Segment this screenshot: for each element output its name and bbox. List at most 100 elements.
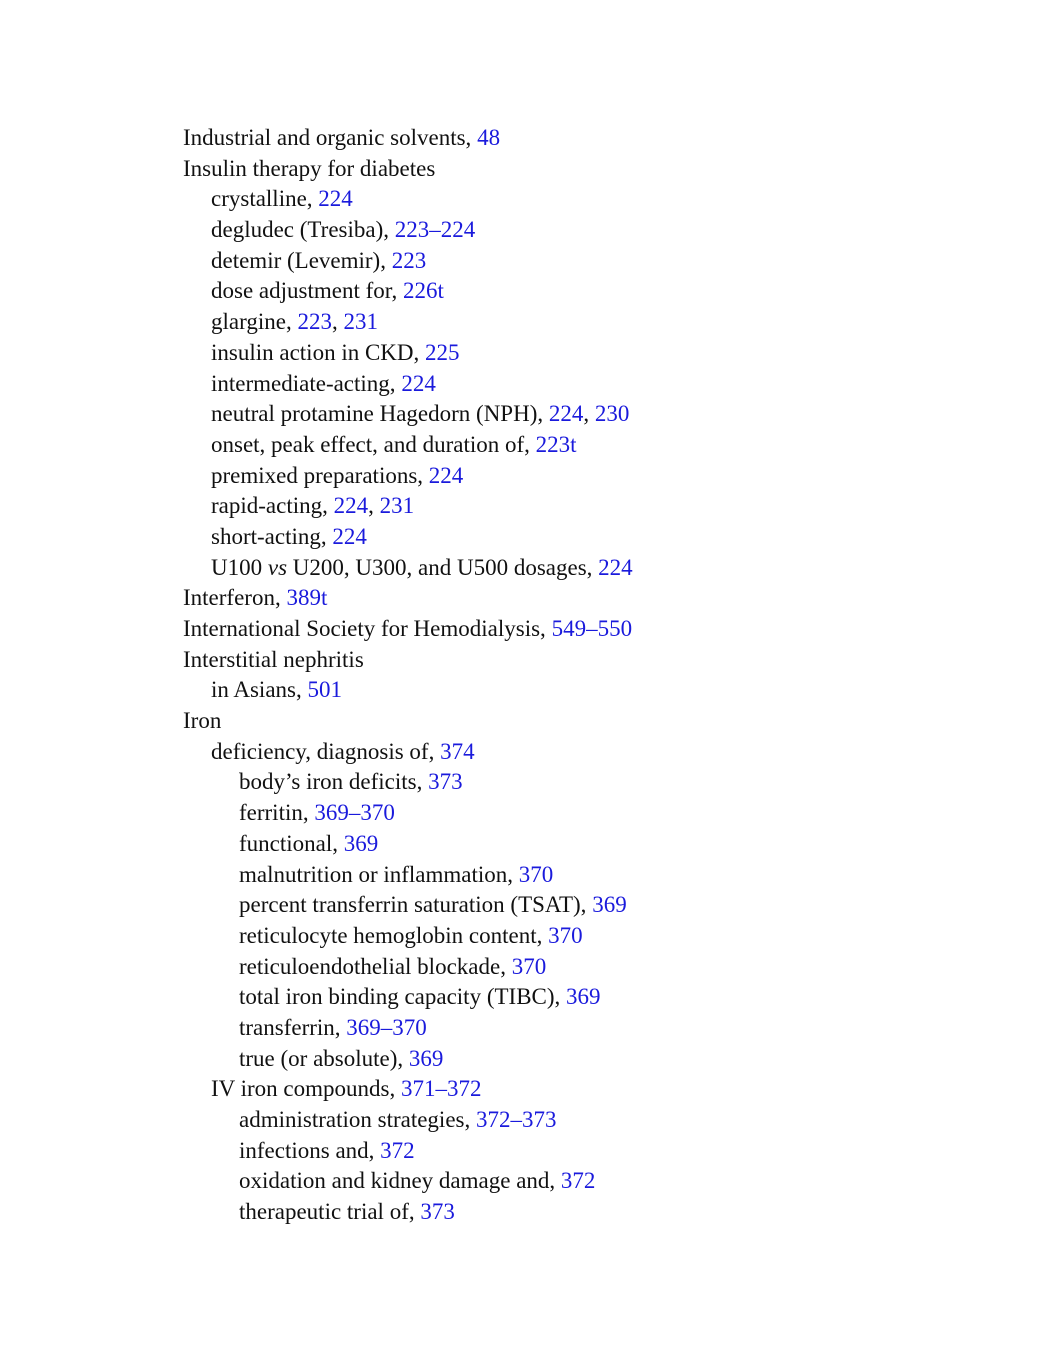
index-entry: reticulocyte hemoglobin content, 370 (183, 921, 633, 952)
index-term-text: ferritin, (239, 800, 315, 826)
index-term-text: glargine, (211, 309, 298, 335)
index-term-text: intermediate-acting, (211, 370, 402, 396)
index-term-text: , (583, 401, 595, 427)
page-reference-link[interactable]: 225 (425, 339, 460, 365)
index-entry: glargine, 223, 231 (183, 307, 633, 338)
page-reference-link[interactable]: 224 (428, 462, 464, 488)
index-entry: administration strategies, 372–373 (183, 1105, 633, 1136)
page-reference-link[interactable]: 372 (560, 1168, 596, 1194)
index-term-text: total iron binding capacity (TIBC), (239, 984, 567, 1010)
index-entry: crystalline, 224 (183, 184, 633, 215)
page-reference-link[interactable]: 48 (477, 125, 501, 150)
page-reference-link[interactable]: 224 (332, 523, 367, 549)
index-term-text: Interstitial nephritis (183, 646, 364, 672)
page-reference-link[interactable]: 389t (286, 585, 328, 611)
index-entry: infections and, 372 (183, 1136, 633, 1167)
page-reference-link[interactable]: 224 (401, 370, 436, 396)
page-reference-link[interactable]: 369 (343, 830, 379, 856)
index-term-text: , (368, 493, 380, 519)
index-term-text: IV iron compounds, (211, 1076, 401, 1102)
page-reference-link[interactable]: 374 (440, 738, 475, 764)
index-term-text: rapid-acting, (211, 493, 334, 519)
index-term-text: administration strategies, (239, 1107, 476, 1132)
page-reference-link[interactable]: 549–550 (551, 616, 633, 641)
page-reference-link[interactable]: 370 (511, 953, 547, 979)
page-reference-link[interactable]: 224 (598, 554, 633, 580)
page-reference-link[interactable]: 230 (594, 401, 630, 427)
index-term-text: Insulin therapy for diabetes (183, 155, 436, 181)
page-reference-link[interactable]: 370 (518, 861, 554, 887)
page-reference-link[interactable]: 369–370 (314, 800, 395, 826)
index-entry: insulin action in CKD, 225 (183, 338, 633, 369)
index-term-text: Industrial and organic solvents, (183, 125, 478, 150)
page-reference-link[interactable]: 223–224 (394, 217, 476, 243)
index-term-text: dose adjustment for, (211, 278, 403, 304)
index-term-text: Iron (183, 708, 222, 734)
index-term-text: International Society for Hemodialysis, (183, 616, 552, 641)
page-reference-link[interactable]: 370 (548, 922, 583, 948)
page-reference-link[interactable]: 369 (408, 1045, 444, 1071)
page-reference-link[interactable]: 373 (420, 1199, 455, 1225)
page-reference-link[interactable]: 223t (535, 431, 577, 457)
index-entry: Insulin therapy for diabetes (183, 154, 633, 185)
index-entry: malnutrition or inflammation, 370 (183, 860, 633, 891)
index-entry: detemir (Levemir), 223 (183, 246, 633, 277)
index-term-text: crystalline, (211, 186, 319, 212)
index-entry: deficiency, diagnosis of, 374 (183, 737, 633, 768)
page-reference-link[interactable]: 226t (403, 278, 444, 304)
index-term-text: detemir (Levemir), (211, 247, 392, 273)
page-reference-link[interactable]: 223 (391, 247, 427, 273)
page-reference-link[interactable]: 369 (566, 984, 601, 1010)
index-entry: International Society for Hemodialysis, … (183, 614, 633, 645)
index-entry: in Asians, 501 (183, 675, 633, 706)
index-entry: reticuloendothelial blockade, 370 (183, 952, 633, 983)
index-term-text: reticulocyte hemoglobin content, (239, 922, 549, 948)
page-reference-link[interactable]: 224 (318, 186, 353, 212)
index-term-text: transferrin, (239, 1014, 347, 1040)
page-reference-link[interactable]: 231 (343, 309, 378, 335)
page-reference-link[interactable]: 224 (548, 401, 584, 427)
index-term-text: premixed preparations, (211, 462, 429, 488)
index-term-text: true (or absolute), (239, 1045, 409, 1071)
index-entry: neutral protamine Hagedorn (NPH), 224, 2… (183, 399, 633, 430)
index-entry: Interferon, 389t (183, 583, 633, 614)
index-entry: rapid-acting, 224, 231 (183, 491, 633, 522)
page-reference-link[interactable]: 369 (592, 892, 627, 918)
page-reference-link[interactable]: 369–370 (346, 1014, 427, 1040)
index-entry: Iron (183, 706, 633, 737)
index-term-text: functional, (239, 830, 344, 856)
page-reference-link[interactable]: 372 (380, 1137, 415, 1163)
page-reference-link[interactable]: 223 (297, 309, 332, 335)
index-entry: onset, peak effect, and duration of, 223… (183, 430, 633, 461)
index-entry: true (or absolute), 369 (183, 1044, 633, 1075)
index-term-text: oxidation and kidney damage and, (239, 1168, 561, 1194)
index-term-text: , (331, 309, 344, 335)
page-reference-link[interactable]: 501 (307, 677, 342, 703)
index-term-text: onset, peak effect, and duration of, (211, 431, 536, 457)
index-term-italic: vs (267, 554, 288, 580)
index-entry: total iron binding capacity (TIBC), 369 (183, 982, 633, 1013)
index-entry: dose adjustment for, 226t (183, 276, 633, 307)
index-entry: degludec (Tresiba), 223–224 (183, 215, 633, 246)
page-reference-link[interactable]: 224 (333, 493, 369, 519)
page-reference-link[interactable]: 231 (379, 493, 415, 519)
index-term-text: malnutrition or inflammation, (239, 861, 519, 887)
page-reference-link[interactable]: 373 (428, 769, 463, 795)
index-term-text: infections and, (239, 1137, 381, 1163)
index-term-text: degludec (Tresiba), (211, 217, 395, 243)
index-entry: body’s iron deficits, 373 (183, 767, 633, 798)
page-reference-link[interactable]: 371–372 (400, 1076, 482, 1102)
index-entry: premixed preparations, 224 (183, 461, 633, 492)
index-term-text: Interferon, (183, 585, 287, 611)
index-term-text: body’s iron deficits, (239, 769, 429, 795)
index-entry: oxidation and kidney damage and, 372 (183, 1166, 633, 1197)
page-reference-link[interactable]: 372–373 (475, 1107, 557, 1132)
index-term-text: neutral protamine Hagedorn (NPH), (211, 401, 549, 427)
index-entry: therapeutic trial of, 373 (183, 1197, 633, 1228)
index-term-text: short-acting, (211, 523, 333, 549)
index-entry: Industrial and organic solvents, 48 (183, 123, 633, 154)
index-entry: U100 vs U200, U300, and U500 dosages, 22… (183, 553, 633, 584)
index-term-text: insulin action in CKD, (211, 339, 426, 365)
index-term-text: percent transferrin saturation (TSAT), (239, 892, 593, 918)
